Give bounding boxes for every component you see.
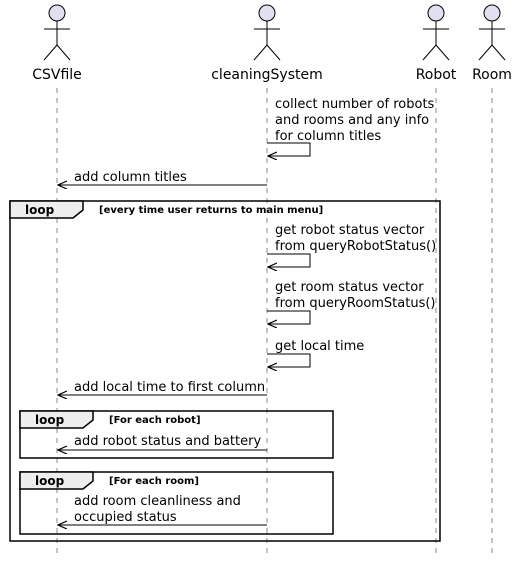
message-add-local-time: add local time to first column [58, 380, 267, 395]
message-label: for column titles [275, 129, 381, 144]
fragment-frame [19, 410, 334, 459]
actor-cleaningsystem [253, 4, 281, 61]
fragment-condition: [every time user returns to main menu] [99, 205, 323, 216]
message-add-column-titles: add column titles [58, 170, 267, 185]
message-self-room-status: get room status vector from queryRoomSta… [267, 280, 436, 324]
message-label: get local time [275, 339, 364, 354]
fragment-tab [19, 410, 94, 429]
message-label: add robot status and battery [74, 434, 261, 449]
message-label: collect number of robots [275, 97, 435, 112]
self-arrow [267, 142, 311, 156]
loop-fragment-main-menu: loop [every time user returns to main me… [9, 200, 441, 542]
actor-head [483, 4, 501, 22]
message-add-room-status: add room cleanliness and occupied status [58, 494, 267, 525]
fragment-condition: [For each room] [109, 476, 199, 487]
actor-robot [422, 4, 450, 61]
message-self-robot-status: get robot status vector from queryRobotS… [267, 223, 436, 267]
message-label: and rooms and any info [275, 113, 429, 128]
message-label: from queryRoomStatus() [275, 296, 436, 311]
self-arrow [267, 253, 311, 267]
actor-csvfile [43, 4, 71, 61]
actor-head [258, 4, 276, 22]
message-label: add room cleanliness and [74, 494, 241, 509]
fragment-keyword: loop [35, 474, 65, 488]
actor-label-csvfile: CSVfile [32, 67, 82, 83]
fragment-keyword: loop [35, 413, 65, 427]
message-label: occupied status [74, 510, 177, 525]
self-arrow [267, 310, 311, 324]
fragment-tab [19, 471, 94, 490]
actor-head [427, 4, 445, 22]
fragment-tab [9, 200, 84, 219]
message-add-robot-status: add robot status and battery [58, 434, 267, 450]
self-arrow [267, 353, 311, 367]
message-label: from queryRobotStatus() [275, 239, 436, 254]
message-label: get room status vector [275, 280, 424, 295]
fragment-frame [19, 471, 334, 535]
message-label: add column titles [74, 170, 187, 185]
actor-label-room: Room [472, 67, 512, 83]
actor-head [48, 4, 66, 22]
fragment-frame [9, 200, 441, 542]
fragment-keyword: loop [25, 203, 55, 217]
actor-room [478, 4, 506, 61]
message-self-collect-counts: collect number of robots and rooms and a… [267, 97, 435, 156]
message-self-local-time: get local time [267, 339, 364, 367]
loop-fragment-each-room: loop [For each room] [19, 471, 334, 535]
message-label: get robot status vector [275, 223, 425, 238]
actor-label-robot: Robot [416, 67, 457, 83]
message-label: add local time to first column [74, 380, 265, 395]
loop-fragment-each-robot: loop [For each robot] [19, 410, 334, 459]
actor-label-cleaningsystem: cleaningSystem [211, 67, 323, 83]
fragment-condition: [For each robot] [109, 415, 201, 426]
